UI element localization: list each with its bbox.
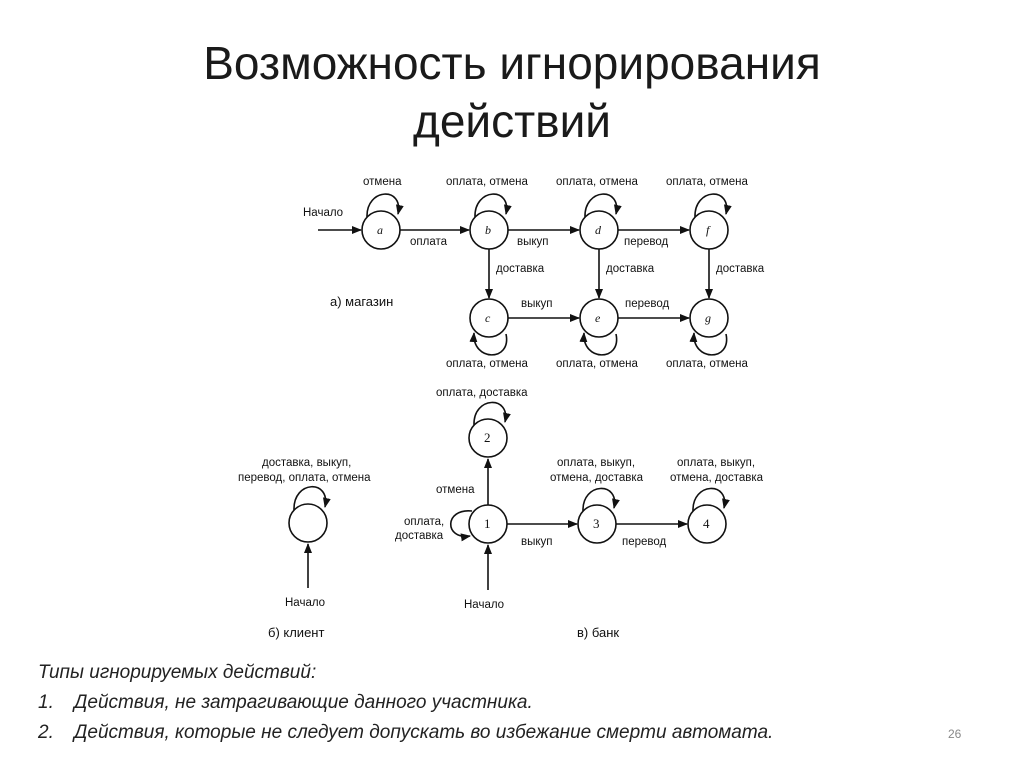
label-loop-f: оплата, отмена [666, 176, 748, 188]
label-edge-d-e: доставка [606, 263, 655, 275]
label-bank-loop-2: оплата, доставка [436, 387, 528, 399]
label-bank-edge-3-4: перевод [622, 536, 667, 548]
label-edge-f-g: доставка [716, 263, 765, 275]
label-loop-d: оплата, отмена [556, 176, 638, 188]
notes-item-number: 2. [38, 722, 54, 743]
notes-heading: Типы игнорируемых действий: [38, 662, 317, 683]
notes-item: 1. Действия, не затрагивающие данного уч… [38, 688, 978, 718]
label-bank-loop-4-b: отмена, доставка [670, 472, 764, 484]
bank-loop-2 [473, 401, 511, 426]
loop-a [366, 193, 404, 218]
loop-b [474, 193, 512, 218]
slide-title: Возможность игнорирования действий [0, 34, 1024, 150]
notes-item-text: Действия, которые не следует допускать в… [74, 722, 774, 743]
state-e-label: e [595, 311, 601, 325]
loop-d [584, 193, 622, 218]
caption-shop: а) магазин [330, 294, 393, 309]
label-loop-a: отмена [363, 176, 402, 188]
title-line-2: действий [412, 95, 611, 147]
client-state-node [288, 503, 328, 543]
label-client-loop-1: доставка, выкуп, [262, 457, 351, 469]
bank-loop-1 [449, 510, 473, 542]
state-g-label: g [705, 311, 711, 325]
label-loop-g: оплата, отмена [666, 358, 748, 370]
label-edge-b-c: доставка [496, 263, 545, 275]
bank-state-3-label: 3 [593, 516, 600, 531]
caption-bank: в) банк [577, 625, 619, 640]
loop-f [694, 193, 732, 218]
caption-client: б) клиент [268, 625, 324, 640]
label-client-loop-2: перевод, оплата, отмена [238, 472, 371, 484]
bank-state-2-label: 2 [484, 430, 491, 445]
label-edge-c-e: выкуп [521, 298, 553, 310]
state-c-label: c [485, 311, 491, 325]
notes-item: 2. Действия, которые не следует допускат… [38, 718, 978, 748]
title-line-1: Возможность игнорирования [203, 37, 821, 89]
label-edge-a-b: оплата [410, 236, 448, 248]
label-start-shop: Начало [303, 207, 343, 219]
loop-g [689, 332, 728, 356]
label-bank-loop-3-b: отмена, доставка [550, 472, 644, 484]
notes-item-number: 1. [38, 692, 54, 713]
state-a-label: a [377, 223, 383, 237]
bank-state-1-label: 1 [484, 516, 491, 531]
state-f-label: f [706, 223, 711, 237]
client-loop [293, 485, 331, 511]
bank-state-4-label: 4 [703, 516, 710, 531]
label-bank-loop-1-a: оплата, [404, 516, 444, 528]
label-start-bank: Начало [464, 599, 504, 611]
bank-loop-4 [692, 487, 730, 512]
loop-c [469, 332, 508, 356]
bank-state-2-node [468, 418, 508, 458]
label-loop-b: оплата, отмена [446, 176, 528, 188]
bank-loop-3 [582, 487, 620, 512]
label-edge-d-f: перевод [624, 236, 669, 248]
page-number: 26 [948, 727, 962, 741]
state-b-label: b [485, 223, 491, 237]
label-start-client: Начало [285, 597, 325, 609]
label-bank-loop-1-b: доставка [395, 530, 444, 542]
notes-block: Типы игнорируемых действий: 1. Действия,… [38, 658, 978, 748]
label-edge-b-d: выкуп [517, 236, 549, 248]
state-d-label: d [595, 223, 602, 237]
label-bank-loop-4-a: оплата, выкуп, [677, 457, 755, 469]
label-loop-e: оплата, отмена [556, 358, 638, 370]
bank-state-4-node [687, 504, 727, 544]
label-edge-e-g: перевод [625, 298, 670, 310]
label-bank-loop-3-a: оплата, выкуп, [557, 457, 635, 469]
label-loop-c: оплата, отмена [446, 358, 528, 370]
loop-e [579, 332, 618, 356]
label-bank-edge-1-3: выкуп [521, 536, 553, 548]
state-g-node [689, 298, 729, 338]
notes-item-text: Действия, не затрагивающие данного участ… [74, 692, 533, 713]
label-bank-edge-1-2: отмена [436, 484, 475, 496]
